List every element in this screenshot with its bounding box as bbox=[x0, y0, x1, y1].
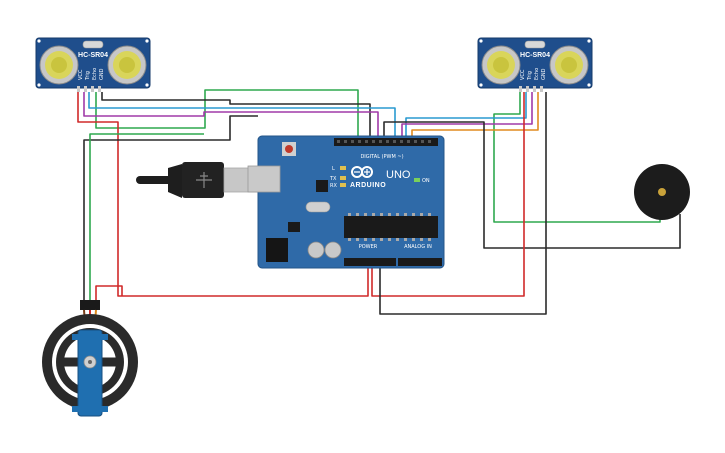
wires bbox=[77, 89, 681, 315]
wire-purple-left bbox=[83, 92, 379, 140]
servo-connector bbox=[80, 300, 100, 310]
reset-button[interactable] bbox=[285, 145, 293, 153]
sensor-hole bbox=[587, 83, 591, 87]
power-jack bbox=[266, 238, 288, 262]
transducer-core bbox=[119, 57, 135, 73]
pin-echo[interactable] bbox=[533, 86, 536, 92]
pin-vcc[interactable] bbox=[519, 86, 522, 92]
sensor-hole bbox=[145, 83, 149, 87]
wire-red-left bbox=[77, 92, 369, 297]
sensor-label: HC-SR04 bbox=[78, 52, 108, 59]
transducer-core bbox=[561, 57, 577, 73]
digital-label: DIGITAL (PWM ~) bbox=[360, 154, 403, 160]
pin-label-trig: Trig bbox=[85, 71, 91, 81]
sensor-label: HC-SR04 bbox=[520, 52, 550, 59]
wire-red-right bbox=[371, 92, 525, 297]
wire-black-servo bbox=[83, 115, 258, 300]
capacitor bbox=[307, 241, 325, 259]
led-on-label: ON bbox=[422, 178, 430, 184]
pin-label-echo: Echo bbox=[92, 68, 98, 80]
model-label: UNO bbox=[386, 169, 411, 181]
servo-tab-top bbox=[72, 334, 108, 340]
pin-label-vcc: VCC bbox=[520, 69, 526, 80]
led-rx-label: RX bbox=[330, 183, 337, 189]
pin-label-gnd: GND bbox=[541, 68, 547, 80]
analog-header bbox=[398, 258, 442, 266]
buzzer-hole bbox=[658, 188, 666, 196]
pin-trig[interactable] bbox=[84, 86, 87, 92]
arduino-uno-board[interactable]: DIGITAL (PWM ~) ARDUINO UNO L TX RX ON bbox=[247, 135, 445, 269]
ultrasonic-sensor-left[interactable]: HC-SR04 VCC Trig Echo GND bbox=[35, 37, 151, 92]
arduino-logo-icon bbox=[351, 166, 373, 178]
transducer-core bbox=[51, 57, 67, 73]
wire-green-servo bbox=[89, 133, 204, 300]
piezo-buzzer[interactable] bbox=[634, 164, 690, 220]
brand-label: ARDUINO bbox=[350, 182, 386, 189]
servo-body bbox=[77, 329, 103, 417]
sensor-hole bbox=[479, 83, 483, 87]
wire-blue-left bbox=[88, 92, 396, 140]
pin-gnd[interactable] bbox=[540, 86, 543, 92]
usb-cable-wire bbox=[136, 176, 172, 184]
wire-black-top bbox=[101, 92, 371, 140]
pin-label-vcc: VCC bbox=[78, 69, 84, 80]
sensor-hole bbox=[37, 39, 41, 43]
sensor-hole bbox=[479, 39, 483, 43]
pin-label-echo: Echo bbox=[534, 68, 540, 80]
wire-green-left bbox=[95, 89, 359, 140]
usb-chip bbox=[316, 180, 328, 192]
power-header bbox=[344, 258, 396, 266]
servo-screw bbox=[88, 360, 92, 364]
led-l-label: L bbox=[332, 166, 335, 172]
sensor-hole bbox=[145, 39, 149, 43]
crystal bbox=[524, 40, 546, 49]
voltage-regulator bbox=[288, 222, 300, 232]
usb-icon bbox=[196, 172, 212, 188]
analog-label: ANALOG IN bbox=[404, 244, 432, 250]
led-tx bbox=[340, 176, 346, 180]
sensor-hole bbox=[587, 39, 591, 43]
ultrasonic-sensor-right[interactable]: HC-SR04 VCC Trig Echo GND bbox=[477, 37, 593, 92]
pin-echo[interactable] bbox=[91, 86, 94, 92]
wire-black-buzzer bbox=[383, 121, 681, 249]
wire-green-right bbox=[493, 92, 661, 223]
wire-black-right bbox=[379, 92, 547, 315]
usb-cable[interactable] bbox=[136, 162, 259, 198]
atmega-chip bbox=[344, 216, 438, 238]
chip-pins bbox=[348, 213, 431, 241]
digital-header-pins bbox=[337, 140, 431, 143]
sensor-hole bbox=[37, 83, 41, 87]
wire-purple-right bbox=[401, 92, 533, 140]
servo-tab-bottom bbox=[72, 406, 108, 412]
pin-label-gnd: GND bbox=[99, 68, 105, 80]
usb-cable-strain bbox=[168, 164, 182, 198]
led-rx bbox=[340, 183, 346, 187]
wire-blue-right bbox=[405, 92, 527, 140]
pin-vcc[interactable] bbox=[77, 86, 80, 92]
led-tx-label: TX bbox=[329, 176, 337, 182]
transducer-core bbox=[493, 57, 509, 73]
pin-label-trig: Trig bbox=[527, 71, 533, 81]
wire-orange-right bbox=[411, 92, 539, 140]
pin-gnd[interactable] bbox=[98, 86, 101, 92]
servo-motor[interactable] bbox=[42, 300, 138, 417]
crystal-oscillator bbox=[305, 201, 331, 213]
usb-jack bbox=[247, 165, 281, 193]
power-label: POWER bbox=[359, 244, 378, 250]
led-on bbox=[414, 178, 420, 182]
wire-red-servo bbox=[95, 285, 123, 300]
led-l bbox=[340, 166, 346, 170]
capacitor bbox=[324, 241, 342, 259]
crystal bbox=[82, 40, 104, 49]
pin-trig[interactable] bbox=[526, 86, 529, 92]
